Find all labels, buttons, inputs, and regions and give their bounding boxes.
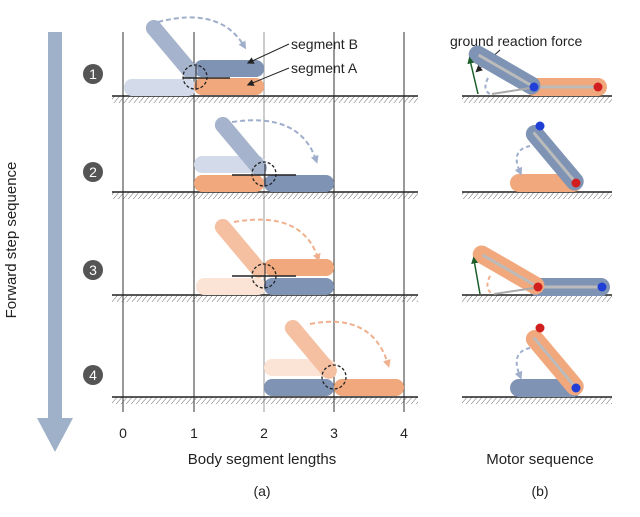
tick-label-1: 1 bbox=[190, 425, 198, 441]
step-3-diagram bbox=[196, 218, 334, 295]
tick-label-3: 3 bbox=[330, 425, 338, 441]
tick-label-2: 2 bbox=[260, 425, 268, 441]
step-4-diagram bbox=[264, 319, 404, 396]
panel-a-label: (a) bbox=[253, 483, 270, 499]
segment-b-pointer bbox=[246, 43, 290, 64]
tick-label-0: 0 bbox=[119, 425, 127, 441]
step-badge-3: 3 bbox=[83, 260, 103, 280]
motor-axis-label: Motor sequence bbox=[486, 451, 594, 468]
segment-a-label: segment A bbox=[291, 60, 358, 76]
step-number-1: 1 bbox=[89, 66, 97, 82]
motor-step-3 bbox=[471, 245, 610, 296]
segment-a-pointer bbox=[246, 67, 290, 86]
step-1-diagram bbox=[124, 16, 264, 96]
step-number-2: 2 bbox=[89, 164, 97, 180]
sequence-axis-label: Forward step sequence bbox=[3, 162, 20, 319]
step-number-4: 4 bbox=[89, 367, 97, 383]
motor-step-1 bbox=[467, 45, 607, 96]
ground-reaction-force-label: ground reaction force bbox=[450, 33, 583, 49]
segment-b-label: segment B bbox=[291, 36, 358, 52]
step-badge-1: 1 bbox=[83, 64, 103, 84]
motor-step-2 bbox=[510, 121, 584, 192]
ground-strips-a bbox=[112, 95, 418, 404]
step-2-diagram bbox=[194, 116, 334, 192]
tick-label-4: 4 bbox=[400, 425, 408, 441]
motor-step-4 bbox=[510, 323, 584, 397]
panel-b-label: (b) bbox=[531, 483, 548, 499]
x-axis-label: Body segment lengths bbox=[188, 451, 336, 468]
step-badge-4: 4 bbox=[83, 365, 103, 385]
sequence-arrow bbox=[37, 32, 73, 452]
step-badge-2: 2 bbox=[83, 162, 103, 182]
step-number-3: 3 bbox=[89, 262, 97, 278]
